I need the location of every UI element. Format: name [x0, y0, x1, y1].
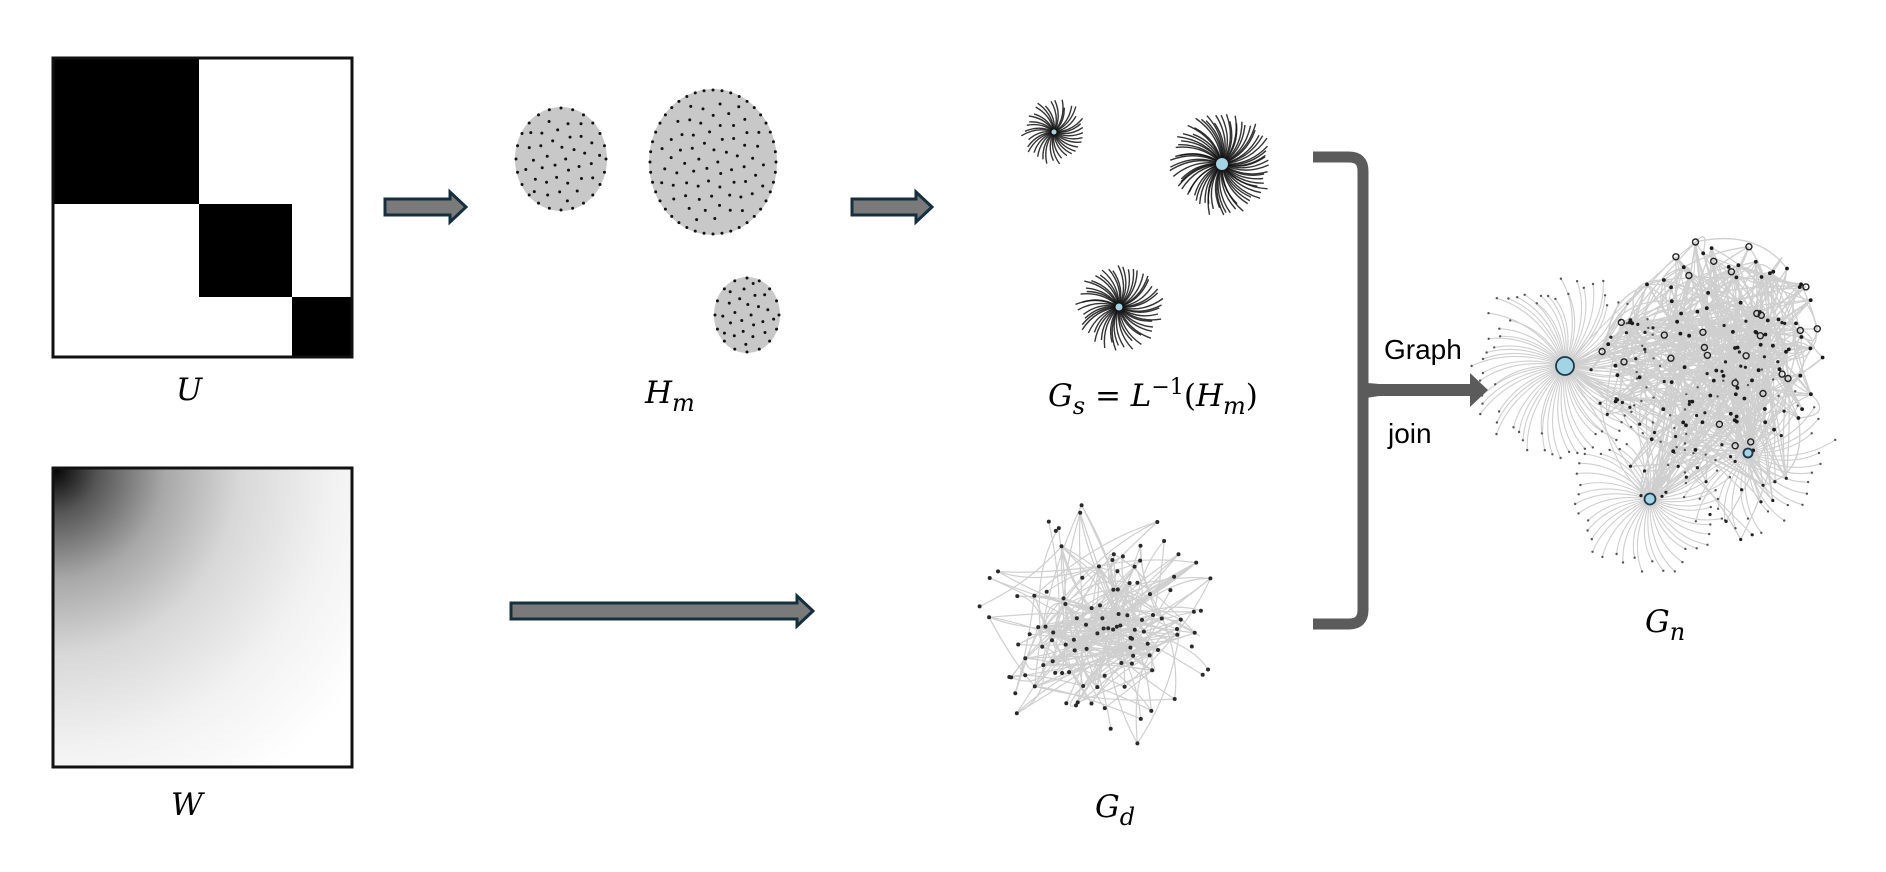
matrix-w: [51, 466, 354, 769]
gs-star-hub-icon: [1216, 158, 1228, 170]
u-block-0: [53, 58, 199, 204]
arrow-right-icon-2: [509, 592, 816, 630]
u-block-1: [199, 204, 292, 297]
gs-star-2: [1075, 265, 1164, 351]
hm-cluster-2: [713, 276, 781, 354]
gn-nodes: [1470, 238, 1837, 573]
gs-star-hub-icon: [1115, 303, 1123, 311]
arrow-right-icon-0: [383, 188, 469, 226]
join-arrow-icon: [1363, 373, 1488, 407]
u-block-2: [292, 297, 352, 357]
gs-star-graphs: [1020, 99, 1269, 351]
hm-cluster-1: [648, 88, 778, 236]
gn-edges: [1471, 236, 1836, 572]
gn-hub-2-icon: [1742, 447, 1754, 459]
bracket-shape: [1313, 151, 1369, 630]
gd-nodes: [977, 503, 1213, 746]
arrow-right-icon-1: [850, 188, 935, 226]
gd-edges: [979, 505, 1211, 744]
join-bracket: [1313, 151, 1488, 630]
hm-cluster-0: [514, 106, 608, 212]
hm-cluster-group: [514, 88, 781, 354]
gs-star-hub-icon: [1051, 129, 1057, 135]
gs-star-1: [1169, 114, 1269, 216]
gn-hub-0-icon: [1555, 356, 1575, 376]
gd-random-graph: [977, 503, 1213, 746]
matrix-u: [51, 56, 354, 359]
gn-joined-graph: [1470, 236, 1837, 573]
gs-star-0: [1020, 99, 1084, 165]
gn-hub-1-icon: [1643, 492, 1657, 506]
flow-arrows: [383, 188, 935, 630]
